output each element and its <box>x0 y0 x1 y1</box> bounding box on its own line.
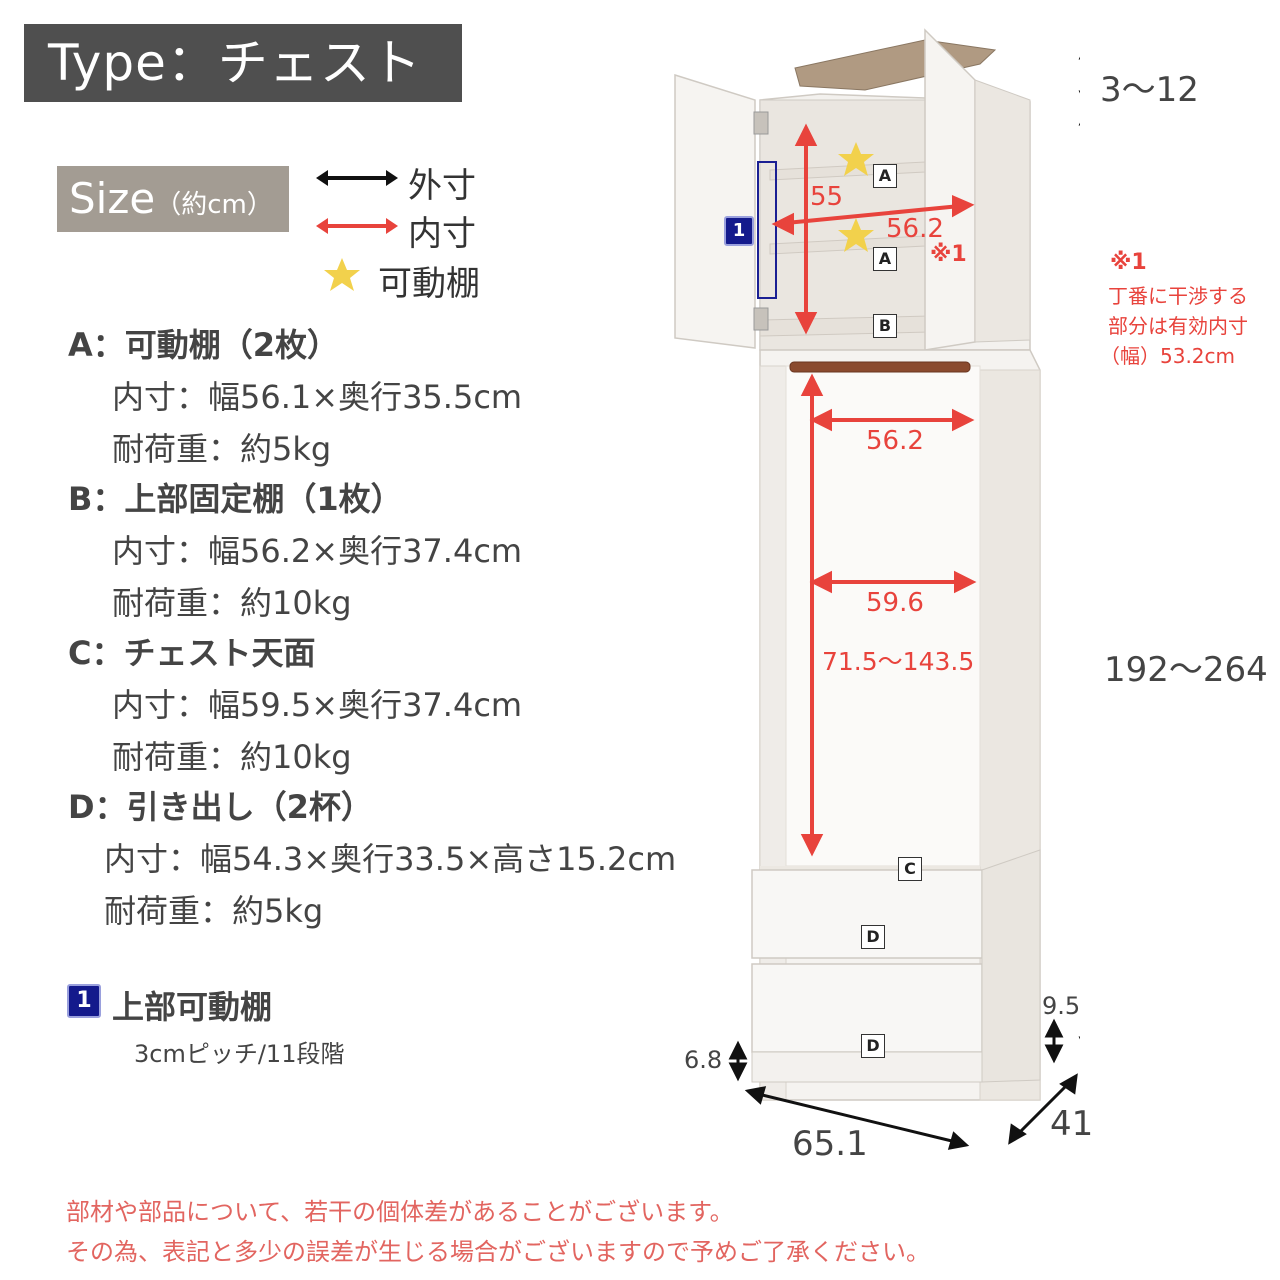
star-icon <box>838 142 874 176</box>
spec-a-load: 耐荷重：約5kg <box>112 430 332 468</box>
size-label: Size <box>69 174 156 223</box>
dim-inner-height-upper: 55 <box>810 182 844 212</box>
outer-dimension-arrows <box>728 56 1080 1150</box>
legend-outer-label: 外寸 <box>408 166 476 206</box>
upper-shelf-badge: 1 <box>67 984 101 1018</box>
spec-c-load: 耐荷重：約10kg <box>112 738 352 776</box>
upper-shelf-title: 上部可動棚 <box>112 988 273 1026</box>
spec-b-dimension: 内寸：幅56.2×奥行37.4cm <box>112 532 523 570</box>
note-line-1: 丁番に干渉する <box>1108 284 1248 308</box>
shelf-label-d: D <box>861 925 885 949</box>
dim-total-height: 192〜264 <box>1104 650 1268 690</box>
outer-dimension-arrow-icon <box>316 170 398 186</box>
dim-inner-height-lower: 71.5〜143.5 <box>822 647 975 676</box>
movable-shelf-stars <box>838 142 874 252</box>
upper-shelf-detail: 3cmピッチ/11段階 <box>134 1040 345 1068</box>
shelf-label-d-2: D <box>861 1034 885 1058</box>
shelf-label-b: B <box>873 314 897 338</box>
type-banner: Type：チェスト <box>24 24 462 102</box>
inner-dimension-arrow-icon <box>316 218 398 234</box>
inner-dimension-arrows <box>771 123 977 857</box>
footer-line-2: その為、表記と多少の誤差が生じる場合がございますので予めご了承ください。 <box>66 1238 930 1266</box>
dim-depth: 41 <box>1050 1104 1094 1144</box>
dim-base-height: 6.8 <box>684 1046 723 1074</box>
dim-note-mark: ※1 <box>930 242 967 267</box>
dim-inner-width-upper: 56.2 <box>886 214 944 244</box>
footer-line-1: 部材や部品について、若干の個体差があることがございます。 <box>66 1198 734 1226</box>
dim-top-adjust: 3〜12 <box>1100 70 1199 110</box>
spec-b-title: B：上部固定棚（1枚） <box>68 480 403 518</box>
star-icon <box>324 258 360 291</box>
spec-c-title: C：チェスト天面 <box>68 634 316 672</box>
type-label: Type：チェスト <box>48 34 422 92</box>
note-mark: ※1 <box>1110 250 1147 275</box>
note-line-2: 部分は有効内寸 <box>1108 314 1248 338</box>
shelf-label-c: C <box>898 857 922 881</box>
dim-inner-width-rod: 56.2 <box>866 426 924 456</box>
spec-a-dimension: 内寸：幅56.1×奥行35.5cm <box>112 378 523 416</box>
legend-movable-shelf-label: 可動棚 <box>378 264 480 304</box>
spec-d-title: D：引き出し（2杯） <box>68 788 373 826</box>
upper-shelf-marker-badge: 1 <box>724 216 754 246</box>
size-unit: （約cm） <box>155 190 273 220</box>
star-icon <box>838 218 874 252</box>
note-line-3: （幅）53.2cm <box>1100 344 1236 368</box>
dim-width: 65.1 <box>792 1124 868 1164</box>
right-door <box>924 28 976 351</box>
size-box: Size（約cm） <box>57 166 289 232</box>
dim-foot-height: 9.5 <box>1042 992 1081 1020</box>
spec-b-load: 耐荷重：約10kg <box>112 584 352 622</box>
legend-icons <box>316 170 398 291</box>
spec-d-load: 耐荷重：約5kg <box>104 892 324 930</box>
spec-d-dimension: 内寸：幅54.3×奥行33.5×高さ15.2cm <box>104 840 677 878</box>
hanging-rod <box>789 361 971 373</box>
legend-inner-label: 内寸 <box>408 214 476 254</box>
dim-inner-width-lower: 59.6 <box>866 588 924 618</box>
chest-section <box>751 849 1041 1083</box>
shelf-label-a-2: A <box>873 247 897 271</box>
upper-cabinet <box>674 28 1031 351</box>
spec-c-dimension: 内寸：幅59.5×奥行37.4cm <box>112 686 523 724</box>
left-door <box>674 73 756 349</box>
shelf-label-a: A <box>873 164 897 188</box>
spec-a-title: A：可動棚（2枚） <box>68 326 340 364</box>
